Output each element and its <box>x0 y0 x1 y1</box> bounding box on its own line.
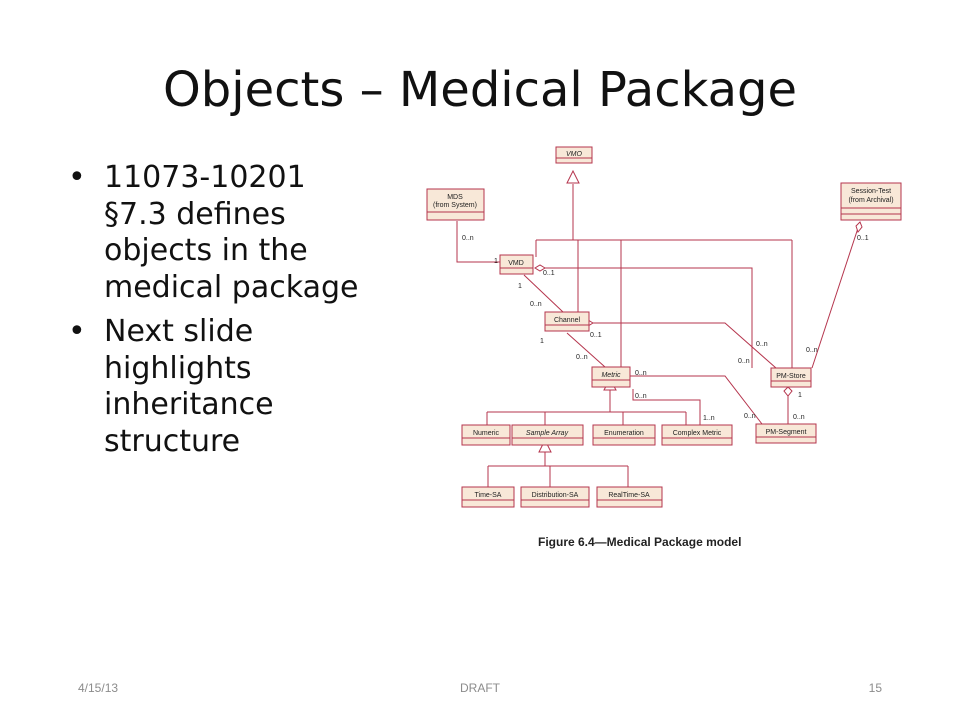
class-label-realtime-sa: RealTime-SA <box>608 492 650 499</box>
link-vmd-pmstore <box>545 267 753 368</box>
class-label-complex-metric: Complex Metric <box>673 430 722 437</box>
bullet-text: 11073-10201 §7.3 defines objects in the … <box>104 160 359 305</box>
link-metric-pmsegment <box>630 375 763 425</box>
slide-title: Objects – Medical Package <box>163 62 797 118</box>
class-box-metric <box>591 366 631 388</box>
footer-draft-label: DRAFT <box>460 681 500 695</box>
link-vmd-channel <box>523 274 564 313</box>
class-box-channel <box>544 311 590 332</box>
class-sublabel-session-test: (from Archival) <box>848 197 893 204</box>
footer-date: 4/15/13 <box>78 681 119 695</box>
bullet-item: • Next slide highlights inheritance stru… <box>66 314 396 460</box>
multiplicity-label: 0..1 <box>543 270 555 277</box>
figure-caption: Figure 6.4—Medical Package model <box>538 535 742 549</box>
class-box-complex-metric <box>661 424 733 446</box>
class-label-vmo: VMO <box>566 151 583 158</box>
multiplicity-label: 0..n <box>756 341 768 348</box>
aggregation-diamond-icon <box>855 221 863 234</box>
class-label-distribution-sa: Distribution-SA <box>532 492 579 499</box>
link-session-pmstore <box>811 221 861 369</box>
class-box-pm-segment <box>755 423 817 444</box>
link-channel-pmstore <box>593 322 777 369</box>
aggregation-diamond-icon <box>534 264 546 272</box>
class-label-channel: Channel <box>554 317 581 324</box>
class-box-distribution-sa <box>520 486 590 508</box>
class-label-numeric: Numeric <box>473 430 500 437</box>
uml-diagram: VMO MDS (from System) Session-Test (from… <box>426 146 902 508</box>
multiplicity-label: 1 <box>518 283 522 290</box>
inherit-arrow-icon <box>566 169 580 184</box>
multiplicity-label: 1 <box>540 338 544 345</box>
bullet-icon: • <box>68 314 86 349</box>
multiplicity-label: 0..n <box>793 414 805 421</box>
class-label-sample-array: Sample Array <box>526 430 569 437</box>
multiplicity-label: 0..n <box>738 358 750 365</box>
class-box-time-sa <box>461 486 515 508</box>
class-sublabel-mds: (from System) <box>433 202 477 209</box>
multiplicity-label: 0..n <box>744 413 756 420</box>
class-label-pm-segment: PM-Segment <box>766 429 807 436</box>
class-box-enumeration <box>592 424 656 446</box>
class-box-numeric <box>461 424 511 446</box>
bullet-text: Next slide highlights inheritance struct… <box>104 314 274 459</box>
multiplicity-label: 0..n <box>635 393 647 400</box>
bullet-icon: • <box>68 160 86 195</box>
footer-page-number: 15 <box>868 681 882 695</box>
multiplicity-label: 0..n <box>576 354 588 361</box>
class-box-realtime-sa <box>596 486 663 508</box>
multiplicity-label: 0..n <box>530 301 542 308</box>
class-label-metric: Metric <box>601 372 621 379</box>
class-label-pm-store: PM-Store <box>776 373 806 380</box>
inherit-arrow-icon <box>538 438 552 453</box>
multiplicity-label: 1..n <box>703 415 715 422</box>
class-box-vmd <box>499 254 534 275</box>
multiplicity-label: 1 <box>494 258 498 265</box>
class-label-mds: MDS <box>447 194 463 201</box>
multiplicity-label: 0..n <box>635 370 647 377</box>
class-label-session-test: Session-Test <box>851 188 891 195</box>
bullet-item: • 11073-10201 §7.3 defines objects in th… <box>66 160 396 306</box>
class-label-vmd: VMD <box>508 260 524 267</box>
class-box-mds <box>426 188 485 221</box>
link-complex-metric <box>632 389 701 425</box>
aggregation-diamond-icon <box>783 386 793 397</box>
multiplicity-label: 0..n <box>806 347 818 354</box>
bullet-list: • 11073-10201 §7.3 defines objects in th… <box>66 160 396 468</box>
multiplicity-label: 0..1 <box>590 332 602 339</box>
class-box-sample-array <box>511 424 584 446</box>
multiplicity-label: 0..n <box>462 235 474 242</box>
class-label-time-sa: Time-SA <box>475 492 502 499</box>
link-mds-vmd <box>456 221 500 263</box>
link-channel-metric <box>566 332 606 368</box>
class-box-vmo <box>555 146 593 164</box>
multiplicity-label: 1 <box>798 392 802 399</box>
class-label-enumeration: Enumeration <box>604 430 644 437</box>
multiplicity-label: 0..1 <box>857 235 869 242</box>
class-box-pm-store <box>770 367 812 388</box>
